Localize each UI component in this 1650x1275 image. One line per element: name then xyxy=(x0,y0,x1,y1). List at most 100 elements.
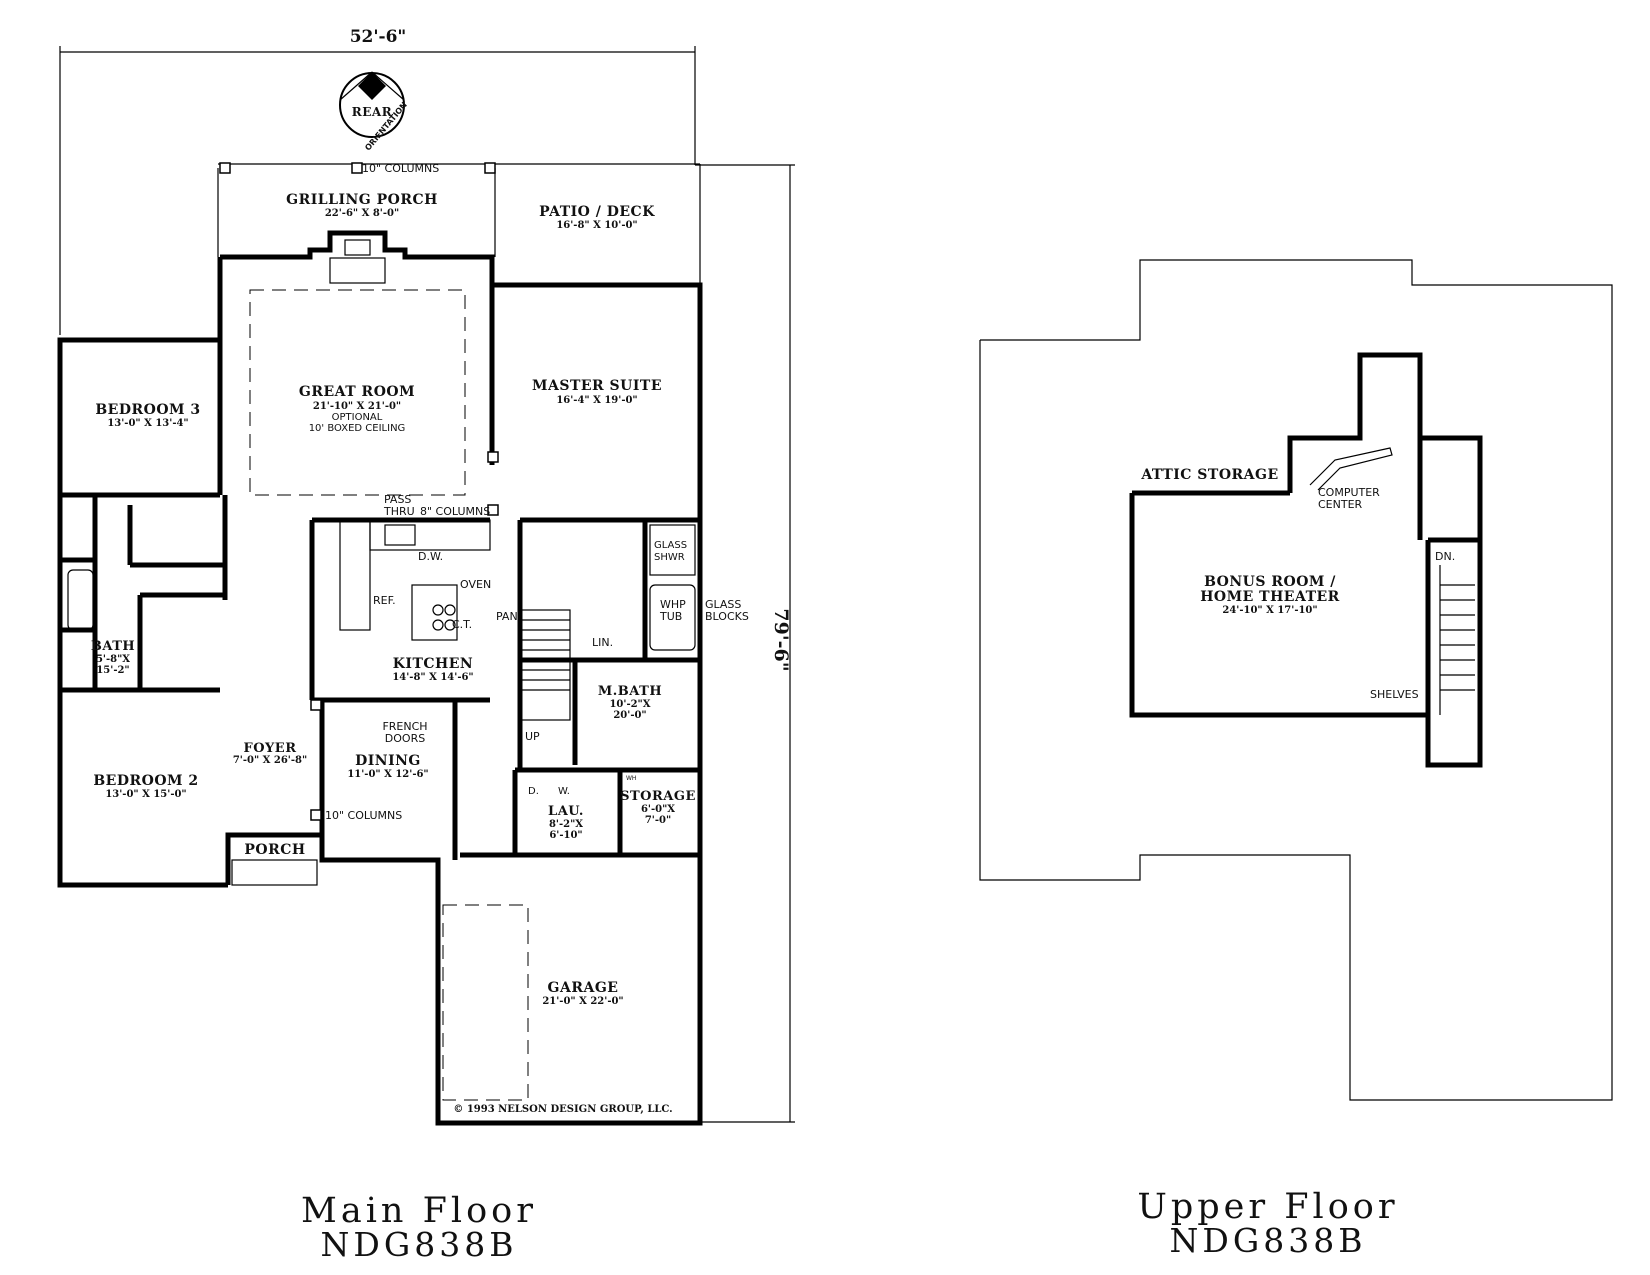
bath-name: BATH xyxy=(91,639,135,654)
m-bath-size2: 20'-0" xyxy=(613,710,646,721)
storage-name: STORAGE xyxy=(620,789,696,804)
master-suite-size: 16'-4" X 19'-0" xyxy=(556,395,637,406)
garage-name: GARAGE xyxy=(548,980,619,996)
porch-outline xyxy=(217,162,701,285)
bedroom2-size: 13'-0" X 15'-0" xyxy=(105,789,186,800)
overall-dimension-lines xyxy=(59,46,795,1123)
dining-name: DINING xyxy=(355,753,421,769)
up-note: UP xyxy=(525,730,540,743)
garage-size: 21'-0" X 22'-0" xyxy=(542,996,623,1007)
great-room-note1: OPTIONAL xyxy=(332,412,383,423)
storage-size1: 6'-0"X xyxy=(641,804,675,815)
columns-10-top-note: 10" COLUMNS xyxy=(362,162,439,175)
computer-note: COMPUTER xyxy=(1318,486,1380,499)
kitchen-sink-icon xyxy=(384,524,416,546)
bedroom2-name: BEDROOM 2 xyxy=(93,773,198,789)
bath-tub-icon xyxy=(67,569,94,631)
glass-note: GLASS xyxy=(654,540,687,551)
main-floor-caption: Main Floor xyxy=(301,1191,537,1231)
grilling-porch-size: 22'-6" X 8'-0" xyxy=(325,208,399,219)
m-bath-name: M.BATH xyxy=(598,684,662,699)
main-floor-plan: 52'-6" 79'-6" REAR ORIENTATION xyxy=(57,27,795,1264)
washer-note: W. xyxy=(558,786,570,797)
columns-8-note: 8" COLUMNS xyxy=(420,505,490,518)
computer-center-counter xyxy=(1309,447,1393,491)
upper-walls xyxy=(1129,352,1483,768)
storage-size2: 7'-0" xyxy=(645,815,671,826)
orientation-line1: REAR xyxy=(352,105,393,119)
kitchen-fixtures xyxy=(339,519,491,641)
glass-blocks-note2: BLOCKS xyxy=(705,610,749,623)
overall-width-label: 52'-6" xyxy=(350,27,407,47)
m-bath-size1: 10'-2"X xyxy=(609,699,650,710)
upper-floor-plan: ATTIC STORAGE COMPUTER CENTER DN. BONUS … xyxy=(979,259,1613,1260)
upper-stairs xyxy=(1439,565,1475,715)
doors-note: DOORS xyxy=(385,732,425,745)
pass-note: PASS xyxy=(384,493,411,506)
bedroom3-name: BEDROOM 3 xyxy=(95,402,200,418)
lau-name: LAU. xyxy=(548,804,584,819)
north-diamond-icon xyxy=(358,72,386,100)
kitchen-island xyxy=(411,584,458,641)
porch-steps xyxy=(231,859,318,886)
bonus-room-name1: BONUS ROOM / xyxy=(1204,574,1336,590)
glass-shower-icon xyxy=(649,524,696,576)
great-room-note2: 10' BOXED CEILING xyxy=(309,423,406,434)
pan-note: PAN xyxy=(496,610,518,623)
boxed-ceiling-outline xyxy=(249,289,466,496)
column-icon xyxy=(310,809,322,821)
bath-size1: 5'-8"X xyxy=(96,654,130,665)
lau-size1: 8'-2"X xyxy=(549,819,583,830)
dryer-note: D. xyxy=(528,786,539,797)
upper-floor-caption: Upper Floor xyxy=(1137,1187,1398,1227)
garage-door-outline xyxy=(442,904,529,1101)
center-note: CENTER xyxy=(1318,498,1363,511)
kitchen-size: 14'-8" X 14'-6" xyxy=(392,672,473,683)
porch-name: PORCH xyxy=(244,842,305,858)
column-icon xyxy=(310,699,322,711)
attic-storage-name: ATTIC STORAGE xyxy=(1140,467,1278,483)
thru-note: THRU xyxy=(383,505,415,518)
patio-deck-name: PATIO / DECK xyxy=(539,204,655,220)
bonus-room-size: 24'-10" X 17'-10" xyxy=(1222,605,1317,616)
french-note: FRENCH xyxy=(382,720,427,733)
great-room-name: GREAT ROOM xyxy=(299,384,415,400)
grilling-porch-name: GRILLING PORCH xyxy=(286,192,438,208)
columns-10-bottom-note: 10" COLUMNS xyxy=(325,809,402,822)
ref-note: REF. xyxy=(373,594,396,607)
water-heater-note: WH xyxy=(626,775,636,782)
master-suite-name: MASTER SUITE xyxy=(532,378,662,394)
great-room-size: 21'-10" X 21'-0" xyxy=(313,401,401,412)
main-stairs xyxy=(519,609,571,721)
patio-deck-size: 16'-8" X 10'-0" xyxy=(556,220,637,231)
glass-blocks-note1: GLASS xyxy=(705,598,741,611)
main-floor-plan-number: NDG838B xyxy=(321,1225,518,1264)
kitchen-name: KITCHEN xyxy=(393,656,473,672)
shwr-note: SHWR xyxy=(654,552,685,563)
column-icon xyxy=(487,451,499,463)
tub-note: TUB xyxy=(659,610,682,623)
bath-size2: 15'-2" xyxy=(96,665,129,676)
dining-size: 11'-0" X 12'-6" xyxy=(347,769,428,780)
ct-note: C.T. xyxy=(452,618,472,631)
overall-depth-label: 79'-6" xyxy=(770,608,792,671)
bonus-room-name2: HOME THEATER xyxy=(1200,589,1340,605)
oven-note: OVEN xyxy=(460,578,491,591)
foyer-name: FOYER xyxy=(243,741,296,756)
dw-note: D.W. xyxy=(418,550,443,563)
upper-floor-plan-number: NDG838B xyxy=(1170,1221,1367,1260)
foyer-size: 7'-0" X 26'-8" xyxy=(233,755,307,766)
lau-size2: 6'-10" xyxy=(549,830,582,841)
rear-orientation-badge xyxy=(339,71,405,138)
dn-note: DN. xyxy=(1435,550,1455,563)
column-icon xyxy=(487,504,499,516)
shelves-note: SHELVES xyxy=(1370,688,1419,701)
lin-note: LIN. xyxy=(592,636,613,649)
fireplace xyxy=(329,239,386,284)
whp-note: WHP xyxy=(660,598,686,611)
bedroom3-size: 13'-0" X 13'-4" xyxy=(107,418,188,429)
roof-outline xyxy=(979,259,1613,1101)
copyright-note: © 1993 NELSON DESIGN GROUP, LLC. xyxy=(453,1104,672,1115)
whirlpool-tub-icon xyxy=(649,584,696,651)
